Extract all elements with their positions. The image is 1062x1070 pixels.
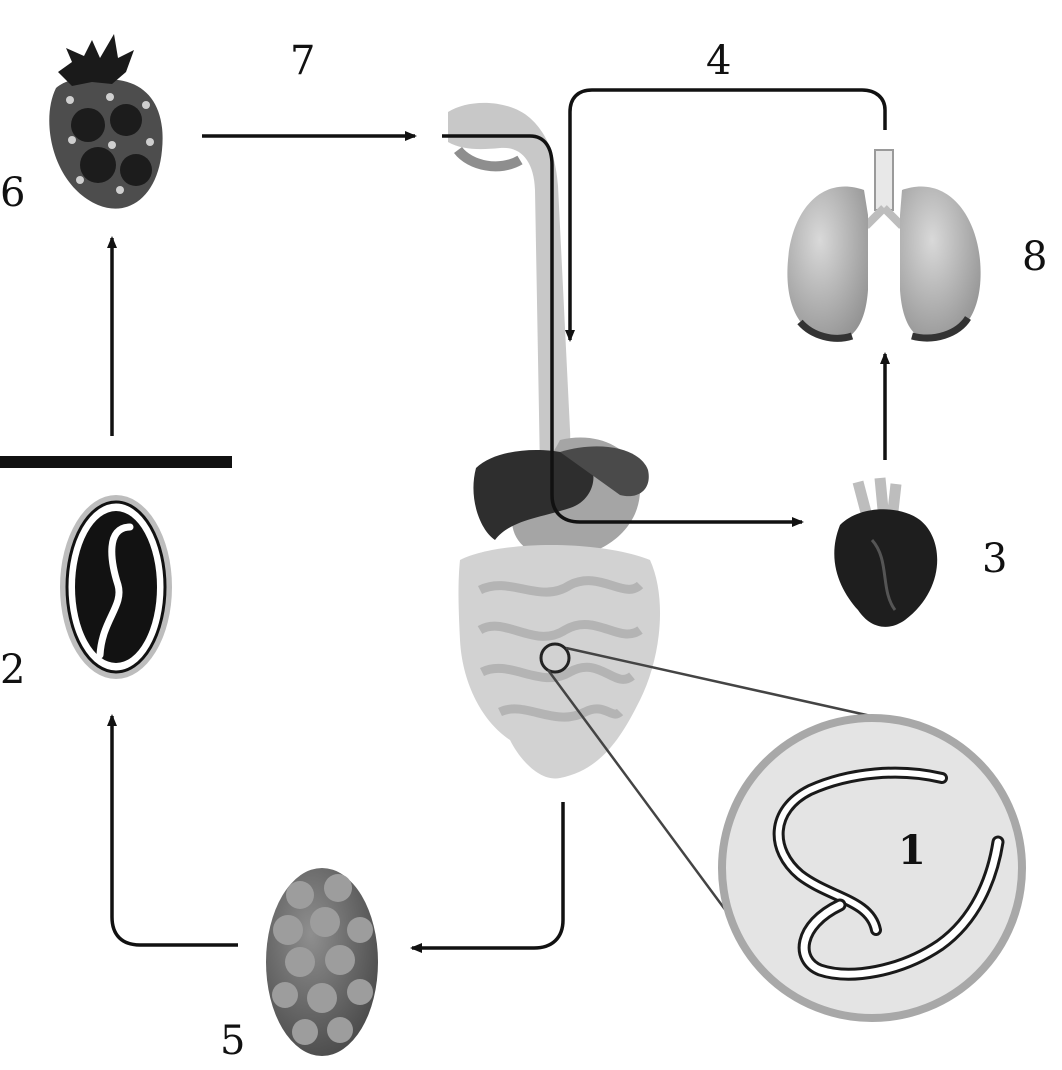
label-4: 4	[706, 38, 731, 84]
zoom-connector	[539, 642, 881, 947]
unembryonated-egg-icon	[266, 868, 378, 1056]
arrow-to-heart	[442, 134, 804, 527]
label-3: 3	[982, 536, 1007, 582]
heart-icon	[834, 477, 938, 627]
arrow-lungs-to-throat	[565, 88, 887, 342]
label-8: 8	[1022, 234, 1047, 280]
adult-worms-zoom-icon	[718, 714, 1026, 1022]
arrow-eggs-excreted	[410, 802, 565, 953]
digestive-tract-icon	[448, 102, 661, 779]
label-6: 6	[0, 170, 25, 216]
embryonated-egg-icon	[60, 495, 172, 679]
label-2: 2	[0, 647, 25, 693]
lungs-icon	[787, 149, 981, 342]
lifecycle-arrows	[107, 88, 890, 953]
ground-separator	[0, 456, 232, 468]
label-1: 1	[898, 827, 926, 874]
label-7: 7	[290, 38, 315, 84]
arrow-egg-maturation	[107, 714, 238, 947]
label-5: 5	[220, 1018, 245, 1064]
strawberry-icon	[49, 34, 163, 209]
